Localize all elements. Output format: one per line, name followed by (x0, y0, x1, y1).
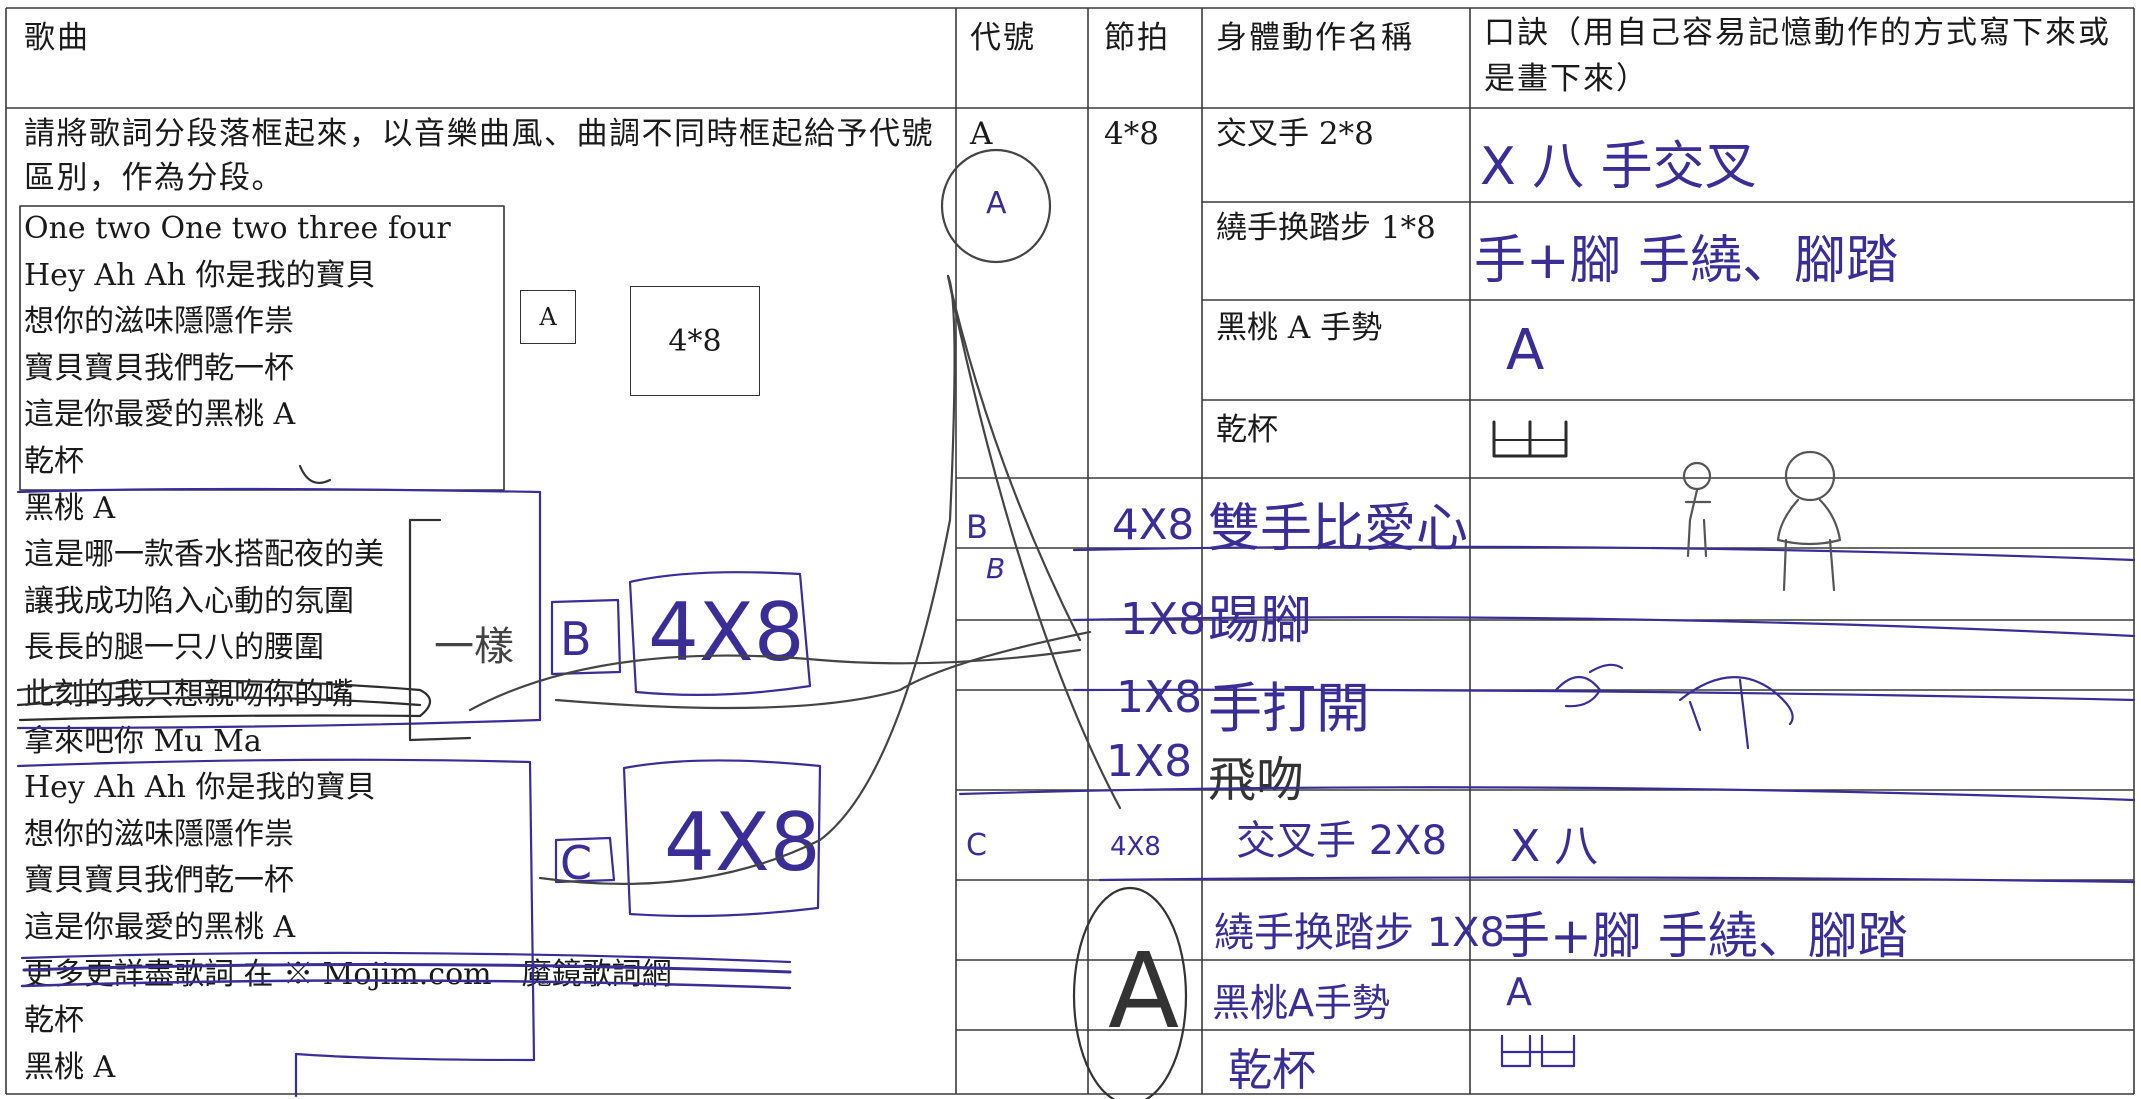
section-a-code: A (970, 116, 993, 152)
header-mnemonic: 口訣（用自己容易記憶動作的方式寫下來或是畫下來） (1484, 15, 2111, 97)
segment-c-beat: 4X8 (664, 796, 821, 889)
lyric-line: Hey Ah Ah 你是我的寶貝 (24, 770, 376, 806)
section-c-action-3: 黑桃A手勢 (1212, 981, 1390, 1025)
lyric-line: Hey Ah Ah 你是我的寶貝 (24, 257, 376, 293)
section-b-action-3: 手打開 (1208, 677, 1370, 740)
section-b-beat-4: 1X8 (1106, 736, 1193, 787)
lyric-line: 黑桃 A (24, 1049, 116, 1085)
lyric-line: 更多更詳盡歌詞 在 ※ Mojim.com 魔鏡歌詞網 (24, 956, 672, 992)
segment-b-code: B (560, 612, 592, 666)
segment-b-beat: 4X8 (648, 586, 805, 679)
same-note: 一樣 (434, 624, 514, 670)
lyric-line: 這是你最愛的黑桃 A (24, 397, 296, 433)
lyric-line: 拿來吧你 Mu Ma (24, 723, 262, 759)
section-a-code-circled: A (986, 186, 1007, 221)
section-c-beat: 4X8 (1110, 832, 1161, 862)
section-a-action-1: 交叉手 2*8 (1216, 116, 1374, 152)
section-b-action-2: 踢腳 (1208, 591, 1313, 651)
section-c-action-1: 交叉手 2X8 (1236, 818, 1448, 864)
section-c-code: C (966, 828, 987, 863)
lyric-line: 想你的滋味隱隱作祟 (24, 816, 294, 852)
section-b-code-2: B (986, 552, 1006, 585)
segment-c-code: C (560, 836, 593, 890)
section-c-mnemonic-2: 手+腳 手繞、腳踏 (1500, 907, 1908, 965)
section-b-code: B (966, 508, 988, 546)
header-code: 代號 (970, 20, 1036, 56)
section-a-action-2: 繞手换踏步 1*8 (1216, 210, 1436, 246)
section-b-beat-2: 1X8 (1120, 594, 1207, 645)
segment-a-beat-box: 4*8 (630, 286, 760, 396)
section-a-mnemonic-1: X 八 手交叉 (1480, 137, 1757, 197)
section-a-beat: 4*8 (1104, 116, 1159, 152)
section-c-action-2: 繞手换踏步 1X8 (1214, 910, 1506, 956)
lyric-line: 黑桃 A (24, 490, 116, 526)
lyric-line: 長長的腿一只八的腰圍 (24, 630, 324, 666)
lyric-line: 這是哪一款香水搭配夜的美 (24, 537, 384, 573)
lyric-line: 乾杯 (24, 1003, 84, 1039)
lyric-line: 寶貝寶貝我們乾一杯 (24, 863, 294, 899)
header-beat: 節拍 (1104, 20, 1170, 56)
lyric-line: 這是你最愛的黑桃 A (24, 909, 296, 945)
section-b-action-4: 飛吻 (1208, 752, 1305, 808)
lyric-line: 讓我成功陷入心動的氛圍 (24, 583, 354, 619)
section-c-code-circled: A (1108, 930, 1180, 1052)
section-c-mnemonic-1: X 八 (1510, 821, 1599, 872)
lyric-line: 寶貝寶貝我們乾一杯 (24, 350, 294, 386)
section-b-beat-1: 4X8 (1112, 500, 1195, 549)
lyric-line: One two One two three four (24, 211, 451, 246)
section-c-action-4: 乾杯 (1228, 1045, 1316, 1096)
section-a-mnemonic-3: A (1506, 318, 1545, 383)
section-c-mnemonic-3: A (1506, 970, 1532, 1014)
lyrics-list: One two One two three four Hey Ah Ah 你是我… (24, 206, 672, 1091)
section-b-beat-3: 1X8 (1116, 672, 1203, 723)
lyric-line: 乾杯 (24, 443, 84, 479)
section-b-action-1: 雙手比愛心 (1208, 499, 1469, 559)
lyric-line: 想你的滋味隱隱作祟 (24, 304, 294, 340)
section-a-mnemonic-2: 手+腳 手繞、腳踏 (1474, 231, 1899, 291)
header-action: 身體動作名稱 (1216, 20, 1414, 56)
header-song: 歌曲 (24, 20, 90, 56)
section-a-action-4: 乾杯 (1216, 412, 1278, 448)
section-a-action-3: 黑桃 A 手勢 (1216, 310, 1383, 346)
lyric-line: 此刻的我只想親吻你的嘴 (24, 676, 354, 712)
instructions-text: 請將歌詞分段落框起來，以音樂曲風、曲調不同時框起給予代號區別，作為分段。 (24, 116, 934, 196)
segment-a-code-box: A (520, 290, 576, 344)
